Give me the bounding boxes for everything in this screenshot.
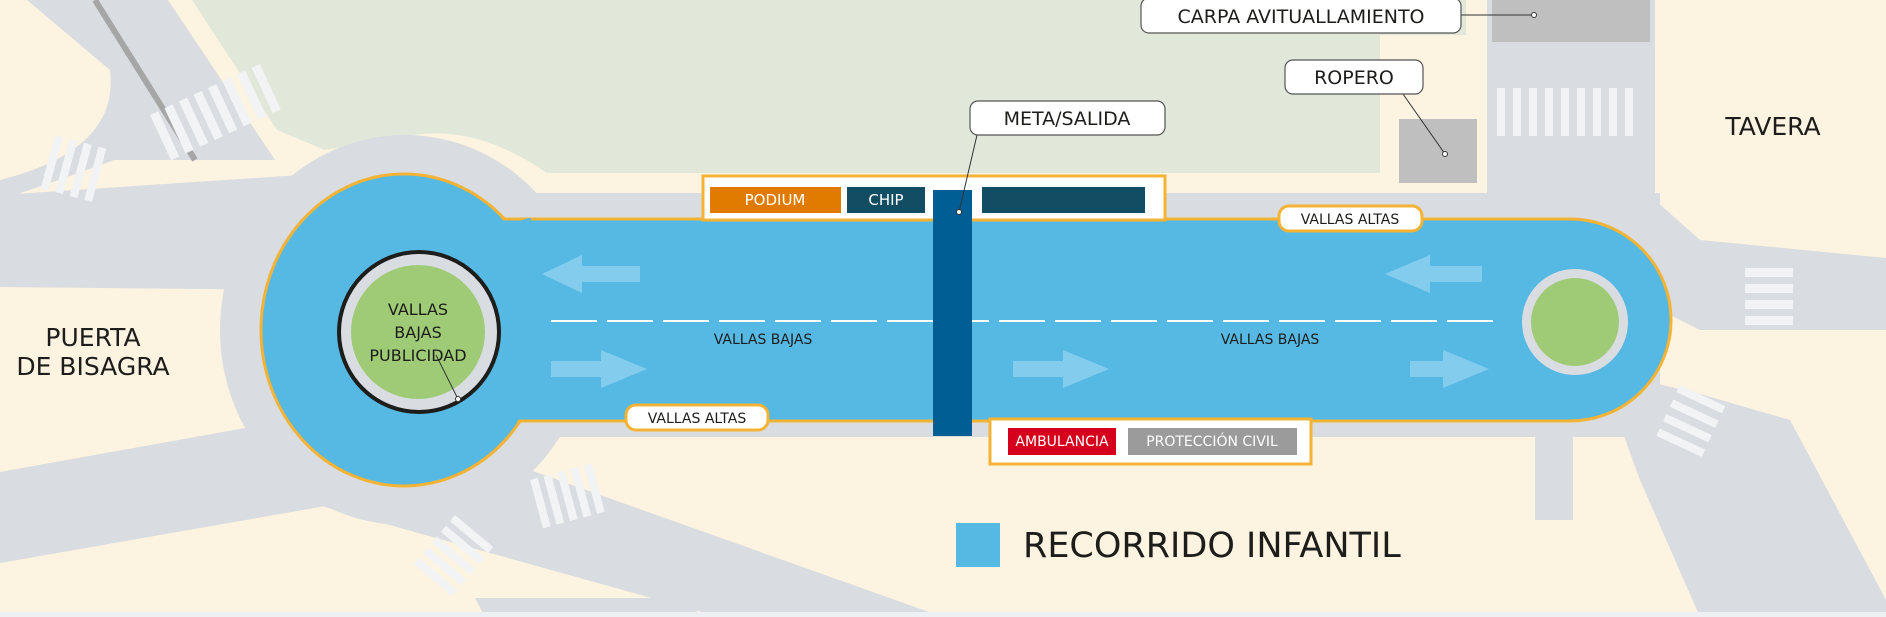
meta-salida-leader (958, 134, 978, 213)
carpa-callout[interactable] (1140, 0, 1462, 34)
ropero-callout[interactable] (1284, 59, 1424, 95)
proteccion-civil-label: PROTECCIÓN CIVIL (1146, 432, 1278, 450)
vallas-altas-top-tag (1277, 204, 1424, 233)
tavera-label: TAVERA (1724, 112, 1820, 141)
meta-salida-line[interactable] (933, 190, 972, 436)
roundabout-label-2: BAJAS (394, 323, 441, 342)
publicidad-leader (435, 354, 459, 400)
legend-label: RECORRIDO INFANTIL (1023, 526, 1401, 566)
arrow-left-icon (1385, 255, 1482, 293)
vallas-altas-bottom-label: VALLAS ALTAS (648, 411, 747, 427)
roundabout-label-3: PUBLICIDAD (369, 346, 466, 365)
puerta-bisagra-label-1: PUERTA (45, 323, 140, 352)
right-roundabout-green (1531, 278, 1619, 366)
ropero-leader (1402, 93, 1446, 155)
chip-label: CHIP (868, 191, 903, 209)
dark-block (982, 187, 1145, 213)
meta-salida-label: META/SALIDA (1004, 108, 1131, 130)
roundabout-label-1: VALLAS (388, 300, 448, 319)
podium-label: PODIUM (745, 191, 806, 209)
legend-swatch (956, 523, 1000, 567)
ropero-label: ROPERO (1314, 67, 1394, 89)
arrow-right-icon (551, 350, 647, 388)
ambulancia-block[interactable] (1008, 428, 1116, 455)
carpa-building (1492, 0, 1650, 42)
puerta-bisagra-label-2: DE BISAGRA (16, 352, 169, 381)
roundabout-green (351, 265, 485, 399)
crosswalks (40, 63, 1793, 597)
podium-block[interactable] (710, 187, 841, 213)
vallas-bajas-left-label: VALLAS BAJAS (714, 332, 813, 348)
chip-block[interactable] (847, 187, 925, 213)
carpa-label: CARPA AVITUALLAMIENTO (1177, 6, 1424, 28)
meta-salida-callout[interactable] (969, 100, 1166, 136)
arrow-right-icon (1013, 350, 1109, 388)
carpa-dot (1531, 12, 1537, 18)
ambulancia-label: AMBULANCIA (1015, 434, 1109, 450)
arrow-right-icon (1410, 350, 1489, 388)
vallas-bajas-right-label: VALLAS BAJAS (1221, 332, 1320, 348)
meta-salida-dot (956, 209, 962, 215)
vallas-altas-bottom-tag (624, 403, 770, 432)
publicidad-dot (455, 396, 461, 402)
ropero-dot (1442, 151, 1448, 157)
arrow-left-icon (542, 255, 640, 293)
ropero-building (1399, 119, 1477, 183)
vallas-altas-top-label: VALLAS ALTAS (1301, 212, 1400, 228)
proteccion-civil-block[interactable] (1128, 428, 1297, 455)
direction-arrows (542, 255, 1489, 388)
bottom-edge (0, 612, 1886, 617)
